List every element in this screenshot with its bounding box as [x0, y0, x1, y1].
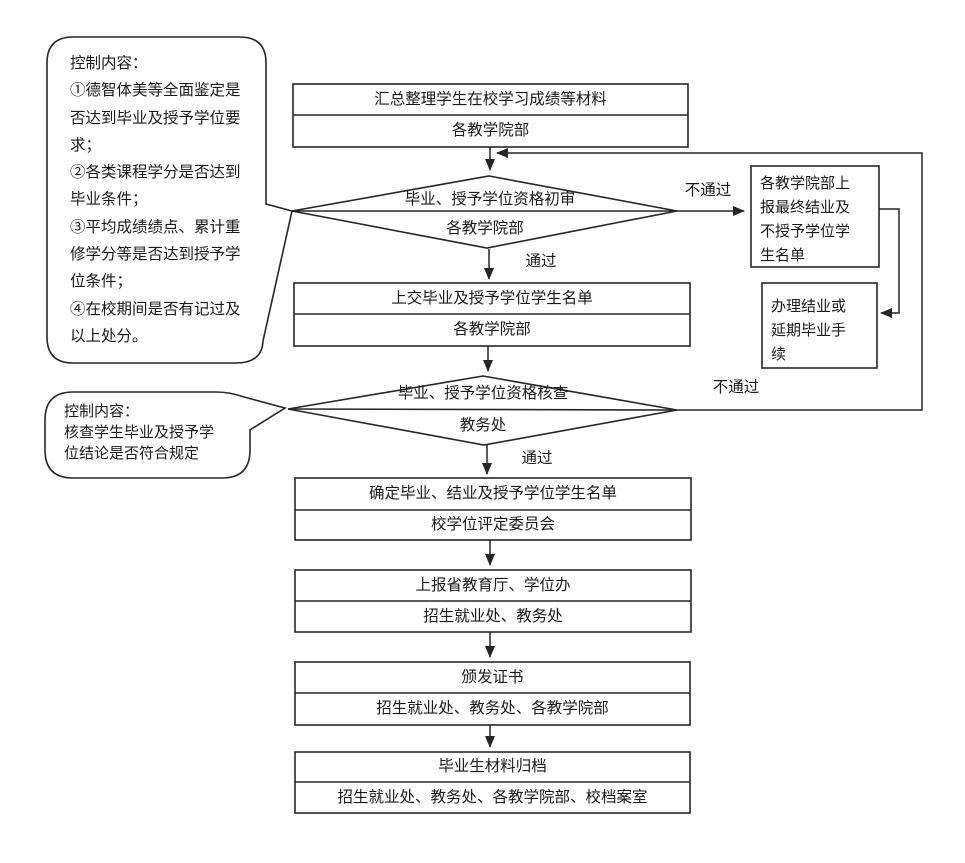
callout2-line: 核查学生毕业及授予学	[64, 425, 215, 441]
report-final-line: 报最终结业及	[760, 200, 851, 216]
callout1-line: ③平均成绩绩点、累计重	[70, 218, 241, 236]
callout1-line: 求；	[70, 136, 102, 154]
callout1-bubble-shape	[46, 36, 293, 364]
callout1-line: 毕业条件；	[70, 191, 148, 209]
handle-closure-line: 续	[771, 347, 787, 363]
issue-certificates-dept: 招生就业处、教务处、各教学院部	[376, 700, 609, 717]
callout1-line: ②各类课程学分是否达到	[70, 164, 241, 182]
callout1-line: 控制内容：	[70, 55, 148, 72]
handle-closure-line: 办理结业或	[771, 299, 847, 315]
issue-certificates-title: 颁发证书	[461, 669, 524, 686]
report-final-box-shape	[750, 165, 880, 268]
report-final-line: 不授予学位学	[760, 224, 851, 240]
confirm-list-dept: 校学位评定委员会	[430, 516, 555, 533]
verify-diamond-midline	[287, 408, 678, 411]
edge-verify-fail-feedback	[496, 148, 923, 411]
callout1-text: 控制内容： ①德智体美等全面鉴定是 否达到毕业及授予学位要 求； ②各类课程学分…	[70, 50, 260, 350]
initial-review-dept: 各教学院部	[446, 220, 524, 237]
archive-dept: 招生就业处、教务处、各教学院部、校档案室	[337, 789, 648, 806]
callout2-bubble-shape	[44, 391, 287, 479]
fail-label-verify: 不通过	[712, 379, 760, 396]
pass-label-initial-review: 通过	[525, 253, 557, 270]
handle-closure-box-shape	[761, 282, 878, 369]
verify-diamond-shape	[287, 375, 678, 446]
callout2-line: 控制内容：	[64, 404, 140, 420]
report-final-line: 生名单	[760, 248, 806, 264]
verify-title: 毕业、授予学位资格核查	[397, 385, 569, 402]
submit-list-title: 上交毕业及授予学位学生名单	[391, 290, 593, 307]
report-final-text: 各教学院部上 报最终结业及 不授予学位学 生名单	[760, 172, 874, 268]
callout1-line: 以上处分。	[70, 327, 148, 345]
pass-label-verify: 通过	[521, 450, 553, 467]
confirm-list-box-shape	[294, 477, 692, 541]
callout1-line: 否达到毕业及授予学位要	[70, 109, 241, 127]
callout2-line: 位结论是否符合规定	[64, 446, 200, 462]
report-province-dept: 招生就业处、教务处	[423, 608, 563, 625]
report-province-title: 上报省教育厅、学位办	[415, 577, 571, 594]
archive-title: 毕业生材料归档	[438, 758, 547, 775]
summarize-title: 汇总整理学生在校学习成绩等材料	[374, 91, 607, 108]
callout1-line: 位条件；	[70, 273, 133, 291]
callout1-line: 修学分等是否达到授予学	[70, 246, 241, 264]
initial-review-title: 毕业、授予学位资格初审	[404, 191, 576, 208]
initial-review-diamond-shape	[291, 175, 678, 249]
submit-list-dept: 各教学院部	[453, 321, 531, 338]
verify-dept: 教务处	[459, 417, 507, 434]
callout1-line: ①德智体美等全面鉴定是	[70, 82, 241, 100]
summarize-dept: 各教学院部	[451, 122, 530, 139]
fail-label-initial-review: 不通过	[684, 182, 732, 199]
handle-closure-line: 延期毕业手	[771, 323, 847, 339]
callout2-text: 控制内容： 核查学生毕业及授予学 位结论是否符合规定	[64, 402, 244, 465]
confirm-list-title: 确定毕业、结业及授予学位学生名单	[368, 485, 617, 502]
report-final-line: 各教学院部上	[760, 176, 851, 192]
edge-report-final-to-handle-closure	[879, 208, 900, 318]
callout1-line: ④在校期间是否有记过及	[70, 300, 241, 318]
handle-closure-text: 办理结业或 延期毕业手 续	[771, 295, 873, 367]
